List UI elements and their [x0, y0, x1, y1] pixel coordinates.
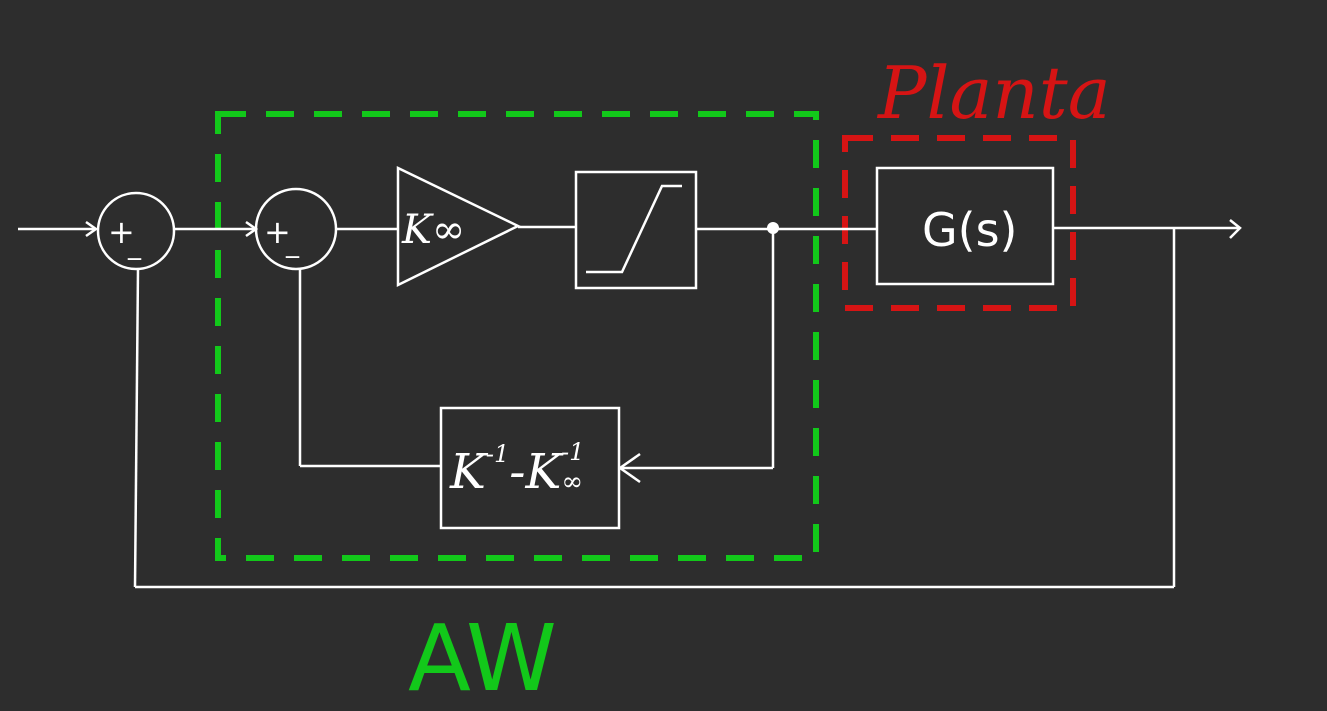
aw-region-box: [215, 111, 819, 561]
gain-block-label: K∞: [401, 207, 465, 253]
feedback-kinf-exponent: -1: [561, 438, 584, 466]
feedback-kinf-term: -K: [509, 444, 564, 500]
feedback-block-label: K-1-K∞-1: [449, 438, 584, 500]
summing-junction-1: + _: [96, 191, 176, 271]
feedback-k-exponent: -1: [486, 440, 509, 468]
feedback-to-sum2-path: [298, 269, 441, 468]
gain-block-k-infinity: K∞: [396, 166, 521, 288]
sum2-plus-sign: +: [264, 213, 291, 251]
input-arrow: [18, 220, 99, 238]
plant-region-box: [842, 135, 1076, 311]
sum1-minus-sign: _: [127, 231, 142, 261]
summing-junction-2: + _: [254, 187, 338, 271]
plant-block-label: G(s): [922, 203, 1018, 257]
saturation-icon: [586, 184, 682, 274]
saturation-block: [574, 170, 698, 290]
plant-block: G(s): [875, 166, 1055, 286]
sum2-minus-sign: _: [285, 229, 300, 259]
feedback-k-term: K: [449, 444, 489, 500]
feedback-kinf-subscript: ∞: [561, 467, 583, 497]
sum1-plus-sign: +: [108, 213, 135, 251]
feedback-block: K-1-K∞-1: [439, 406, 621, 530]
aw-region-label: AW: [408, 605, 557, 711]
output-arrow: [1053, 219, 1242, 239]
outer-feedback-path: [133, 228, 1176, 589]
plant-region-label: Planta: [876, 51, 1111, 135]
